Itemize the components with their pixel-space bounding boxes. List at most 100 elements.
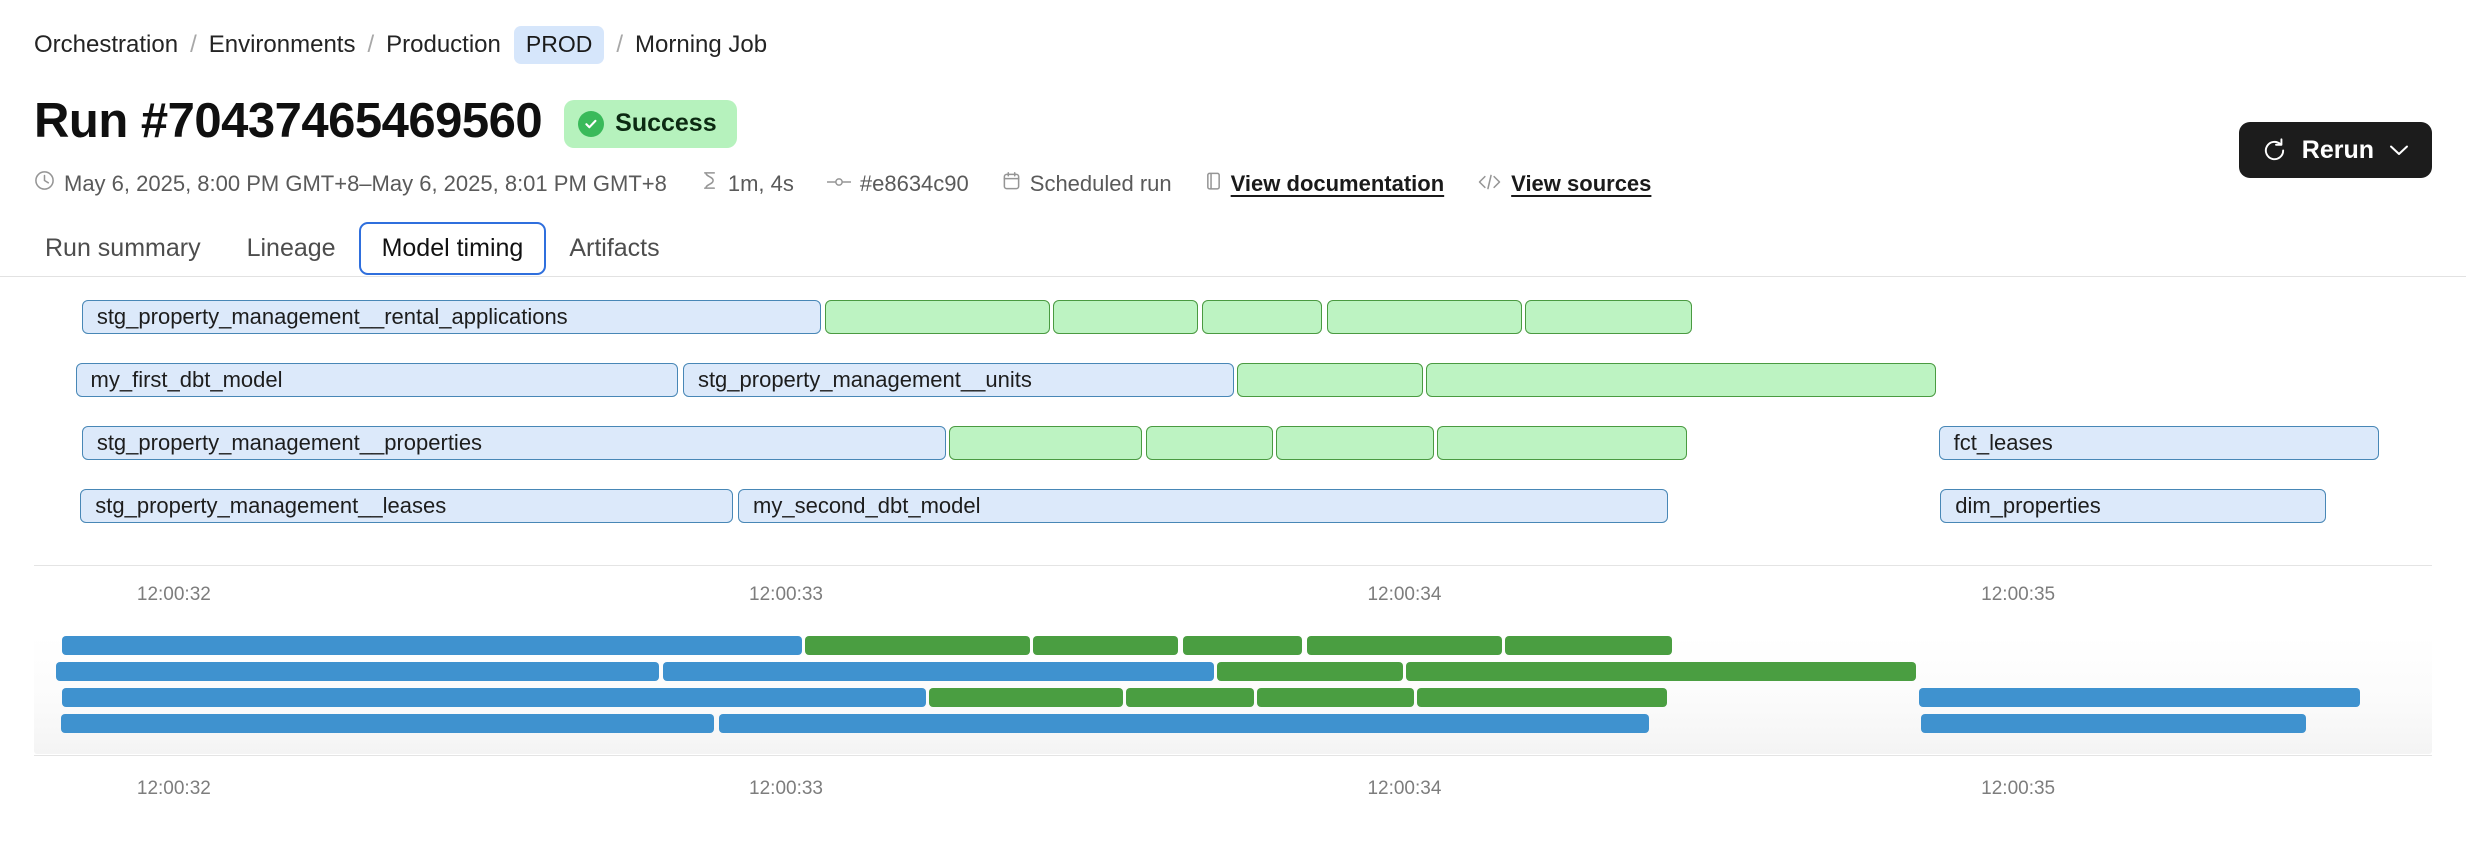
breadcrumb-item-production[interactable]: Production (386, 30, 501, 60)
minimap-bar[interactable] (663, 662, 1214, 681)
minimap-bar[interactable] (929, 688, 1123, 707)
minimap-bar[interactable] (1307, 636, 1502, 655)
minimap-bar[interactable] (61, 714, 714, 733)
axis-tick-label: 12:00:32 (137, 778, 211, 800)
tab-lineage[interactable]: Lineage (224, 222, 359, 275)
gantt-bar-test[interactable] (1276, 426, 1433, 460)
axis-tick-label: 12:00:32 (137, 584, 211, 606)
gantt-bar-test[interactable] (1426, 363, 1936, 397)
gantt-bar-test[interactable] (1146, 426, 1273, 460)
minimap-bar[interactable] (1406, 662, 1916, 681)
axis-tick-label: 12:00:33 (749, 778, 823, 800)
gantt-row: stg_property_management__leases my_second… (0, 489, 2466, 529)
minimap-row (34, 662, 2432, 681)
meta-documentation[interactable]: View documentation (1205, 171, 1445, 197)
minimap-bar[interactable] (805, 636, 1030, 655)
code-icon (1477, 171, 1502, 197)
meta-duration-label: 1m, 4s (728, 171, 794, 197)
gantt-bar-test[interactable] (1327, 300, 1522, 334)
breadcrumb: Orchestration/Environments/ProductionPRO… (34, 26, 767, 64)
time-axis-bottom: 12:00:32 12:00:33 12:00:34 12:00:35 (0, 778, 2466, 808)
gantt-bar-test[interactable] (1437, 426, 1687, 460)
calendar-icon (1002, 171, 1021, 197)
meta-trigger: Scheduled run (1002, 171, 1172, 197)
minimap-bar[interactable] (1505, 636, 1672, 655)
breadcrumb-separator: / (190, 30, 197, 60)
meta-commit: #e8634c90 (827, 171, 969, 197)
gantt-bar-my_second_dbt_model[interactable]: my_second_dbt_model (738, 489, 1668, 523)
gantt-bar-label: stg_property_management__leases (81, 493, 446, 519)
gantt-bar-test[interactable] (1525, 300, 1692, 334)
title-row: Run #70437465469560 Success (34, 93, 737, 149)
gantt-row: stg_property_management__properties fct_l… (0, 426, 2466, 466)
chevron-down-icon[interactable] (2389, 144, 2409, 157)
minimap-axis-rule (34, 755, 2432, 756)
axis-tick-label: 12:00:34 (1367, 584, 1441, 606)
status-label: Success (615, 109, 716, 138)
gantt-bar-test[interactable] (1202, 300, 1322, 334)
breadcrumb-item-environments[interactable]: Environments (209, 30, 356, 60)
minimap-bar[interactable] (1417, 688, 1667, 707)
breadcrumb-separator: / (367, 30, 374, 60)
gantt-bar-label: stg_property_management__rental_applicat… (83, 304, 568, 330)
tab-model-timing[interactable]: Model timing (359, 222, 547, 275)
minimap-bar[interactable] (1257, 688, 1414, 707)
axis-tick-label: 12:00:35 (1981, 778, 2055, 800)
meta-duration: 1m, 4s (700, 170, 794, 197)
minimap-bar[interactable] (62, 688, 926, 707)
tab-bar: Run summaryLineageModel timingArtifacts (22, 222, 683, 275)
rerun-button-label: Rerun (2302, 136, 2374, 165)
gantt-bar-fct_leases[interactable]: fct_leases (1939, 426, 2380, 460)
hourglass-icon (700, 170, 719, 197)
gantt-bar-label: dim_properties (1941, 493, 2101, 519)
minimap-bar[interactable] (1126, 688, 1253, 707)
tab-run-summary[interactable]: Run summary (22, 222, 224, 275)
commit-icon (827, 171, 851, 197)
gantt-bar-label: stg_property_management__units (684, 367, 1032, 393)
gantt-bar-label: fct_leases (1940, 430, 2053, 456)
rerun-button[interactable]: Rerun (2239, 122, 2432, 178)
gantt-bar-stg_property_management__properties[interactable]: stg_property_management__properties (82, 426, 946, 460)
minimap-bar[interactable] (1919, 688, 2360, 707)
gantt-bar-stg_property_management__rental_applications[interactable]: stg_property_management__rental_applicat… (82, 300, 822, 334)
gantt-bar-test[interactable] (1237, 363, 1423, 397)
breadcrumb-item-orchestration[interactable]: Orchestration (34, 30, 178, 60)
gantt-bar-stg_property_management__units[interactable]: stg_property_management__units (683, 363, 1234, 397)
axis-tick-label: 12:00:35 (1981, 584, 2055, 606)
gantt-bar-label: stg_property_management__properties (83, 430, 482, 456)
gantt-bar-dim_properties[interactable]: dim_properties (1940, 489, 2326, 523)
minimap-bar[interactable] (719, 714, 1649, 733)
gantt-bar-my_first_dbt_model[interactable]: my_first_dbt_model (76, 363, 679, 397)
gantt-bar-test[interactable] (1053, 300, 1198, 334)
check-circle-icon (578, 111, 604, 137)
view-documentation-link[interactable]: View documentation (1231, 171, 1445, 197)
view-sources-link[interactable]: View sources (1511, 171, 1651, 197)
tab-artifacts[interactable]: Artifacts (546, 222, 682, 275)
breadcrumb-separator: / (616, 30, 623, 60)
breadcrumb-item-morning-job: Morning Job (635, 30, 767, 60)
tab-bar-divider (0, 276, 2466, 277)
gantt-bar-label: my_first_dbt_model (77, 367, 283, 393)
minimap-bar[interactable] (56, 662, 659, 681)
axis-tick-label: 12:00:34 (1367, 778, 1441, 800)
minimap-bar[interactable] (62, 636, 802, 655)
minimap-bar[interactable] (1183, 636, 1303, 655)
meta-sources[interactable]: View sources (1477, 171, 1651, 197)
minimap-row (34, 714, 2432, 733)
clock-icon (34, 170, 55, 197)
minimap-bar[interactable] (1217, 662, 1403, 681)
gantt-bar-stg_property_management__leases[interactable]: stg_property_management__leases (80, 489, 733, 523)
book-icon (1205, 171, 1222, 197)
minimap-bar[interactable] (1921, 714, 2307, 733)
time-axis-top: 12:00:3212:00:3312:00:3412:00:35 (0, 584, 2466, 614)
gantt-row: my_first_dbt_model stg_property_managemen… (0, 363, 2466, 403)
model-timing-gantt: stg_property_management__rental_applicat… (0, 300, 2466, 552)
minimap-bar[interactable] (1033, 636, 1178, 655)
page-title: Run #70437465469560 (34, 93, 542, 149)
model-timing-minimap[interactable] (34, 636, 2432, 754)
gantt-bar-test[interactable] (825, 300, 1050, 334)
gantt-row: stg_property_management__rental_applicat… (0, 300, 2466, 340)
gantt-axis-rule (34, 565, 2432, 566)
meta-commit-label: #e8634c90 (860, 171, 969, 197)
gantt-bar-test[interactable] (949, 426, 1143, 460)
